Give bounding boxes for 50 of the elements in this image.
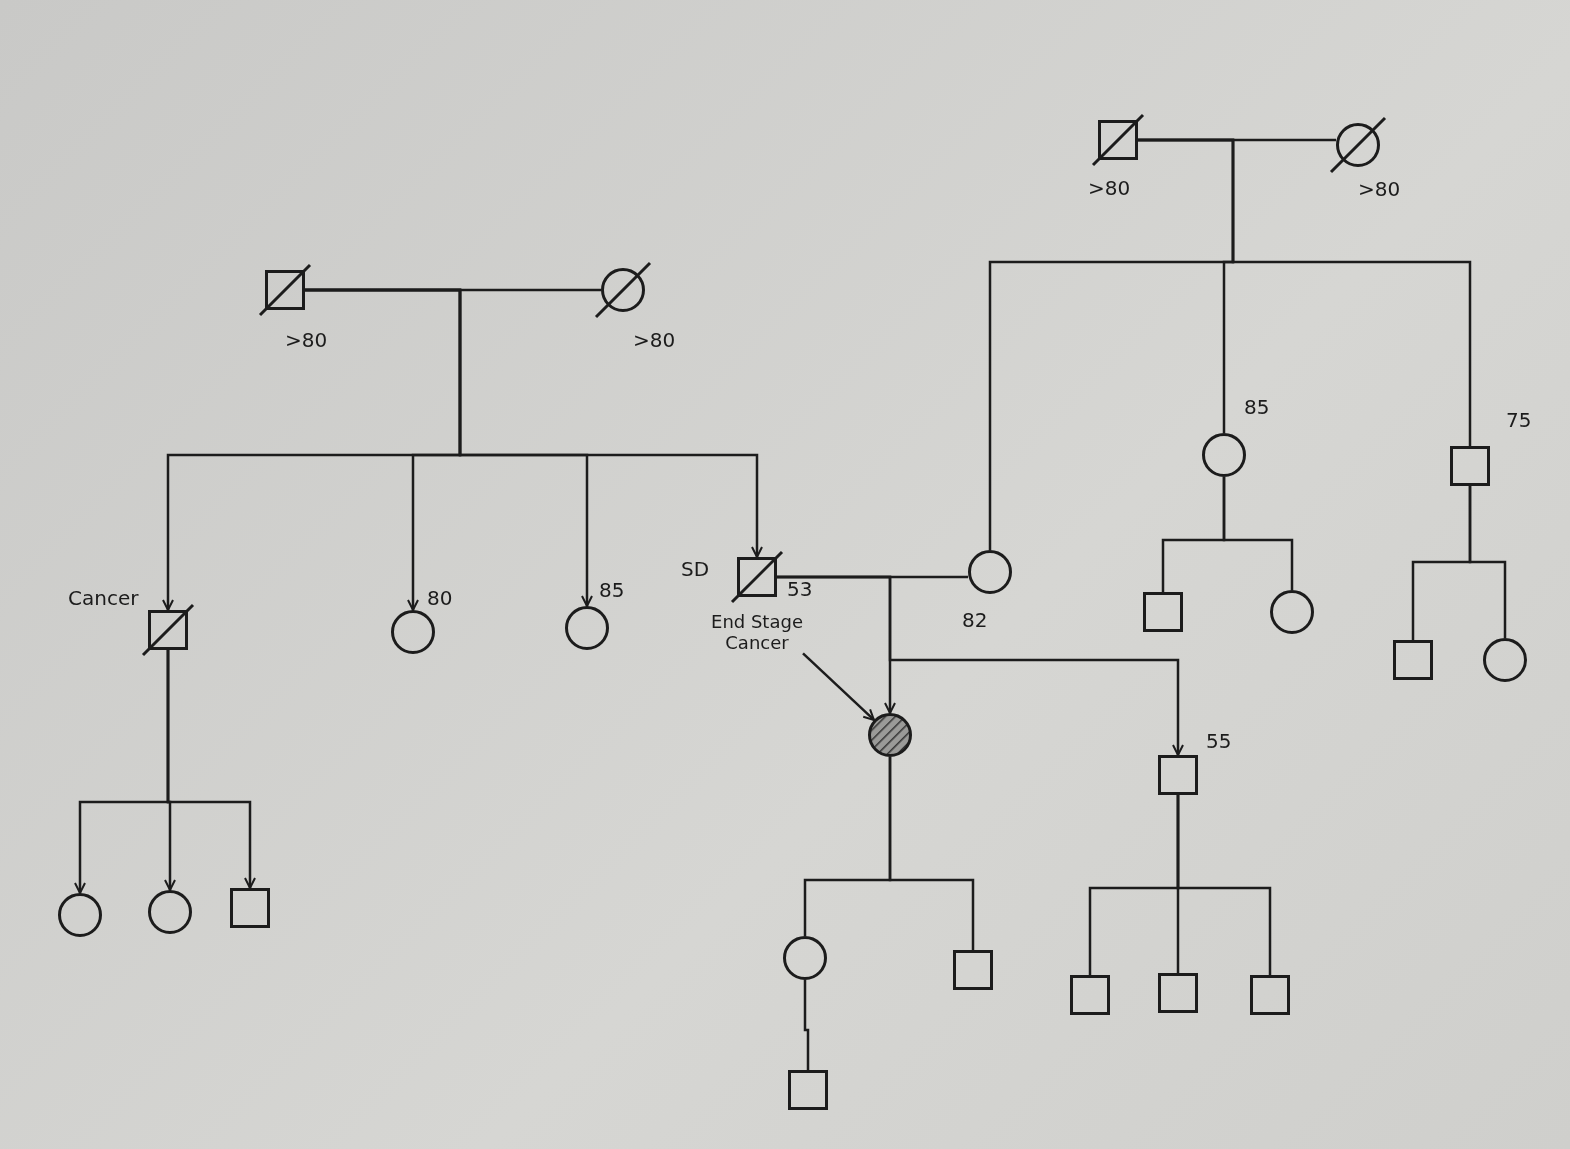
descent-arrow — [777, 575, 1184, 756]
male-symbol — [1070, 975, 1110, 1015]
annotation-text: 82 — [962, 610, 988, 630]
descent-line — [1468, 486, 1507, 638]
female-symbol — [58, 893, 102, 937]
descent-line — [1222, 477, 1294, 590]
male-symbol — [731, 551, 783, 603]
male-symbol — [142, 604, 194, 656]
annotation-text: 85 — [599, 580, 625, 600]
annotation-text: 55 — [1206, 731, 1232, 751]
male-symbol — [1393, 640, 1433, 680]
male-symbol — [953, 950, 993, 990]
descent-line — [888, 757, 975, 950]
male-symbol — [1092, 114, 1144, 166]
female-symbol — [1270, 590, 1314, 634]
annotation-text: Cancer — [68, 588, 139, 608]
descent-line — [1138, 138, 1472, 446]
annotation-text: 80 — [427, 588, 453, 608]
female-symbol — [1483, 638, 1527, 682]
male-symbol — [1158, 973, 1198, 1013]
female-symbol — [868, 713, 912, 757]
female-symbol — [1330, 117, 1386, 173]
annotation-text: 53 — [787, 579, 813, 599]
descent-line — [803, 980, 810, 1070]
female-symbol — [391, 610, 435, 654]
male-symbol — [1250, 975, 1290, 1015]
annotation-text: >80 — [1358, 179, 1401, 199]
annotation-text: End Stage Cancer — [697, 612, 817, 654]
annotation-text: 85 — [1244, 397, 1270, 417]
annotation-text: 75 — [1506, 410, 1532, 430]
annotation-text: >80 — [633, 330, 676, 350]
descent-line — [1176, 795, 1272, 975]
male-symbol — [788, 1070, 828, 1110]
annotation-text: SD — [681, 559, 710, 579]
male-symbol — [1143, 592, 1183, 632]
female-symbol — [968, 550, 1012, 594]
annotation-text: >80 — [285, 330, 328, 350]
male-symbol — [1450, 446, 1490, 486]
descent-arrow — [305, 288, 763, 558]
descent-arrow — [166, 650, 256, 889]
female-symbol — [148, 890, 192, 934]
female-symbol — [595, 262, 651, 318]
male-symbol — [259, 264, 311, 316]
female-symbol — [783, 936, 827, 980]
female-symbol — [1202, 433, 1246, 477]
female-symbol — [565, 606, 609, 650]
leader-arrow — [802, 652, 875, 721]
male-symbol — [1158, 755, 1198, 795]
annotation-text: >80 — [1088, 178, 1131, 198]
male-symbol — [230, 888, 270, 928]
